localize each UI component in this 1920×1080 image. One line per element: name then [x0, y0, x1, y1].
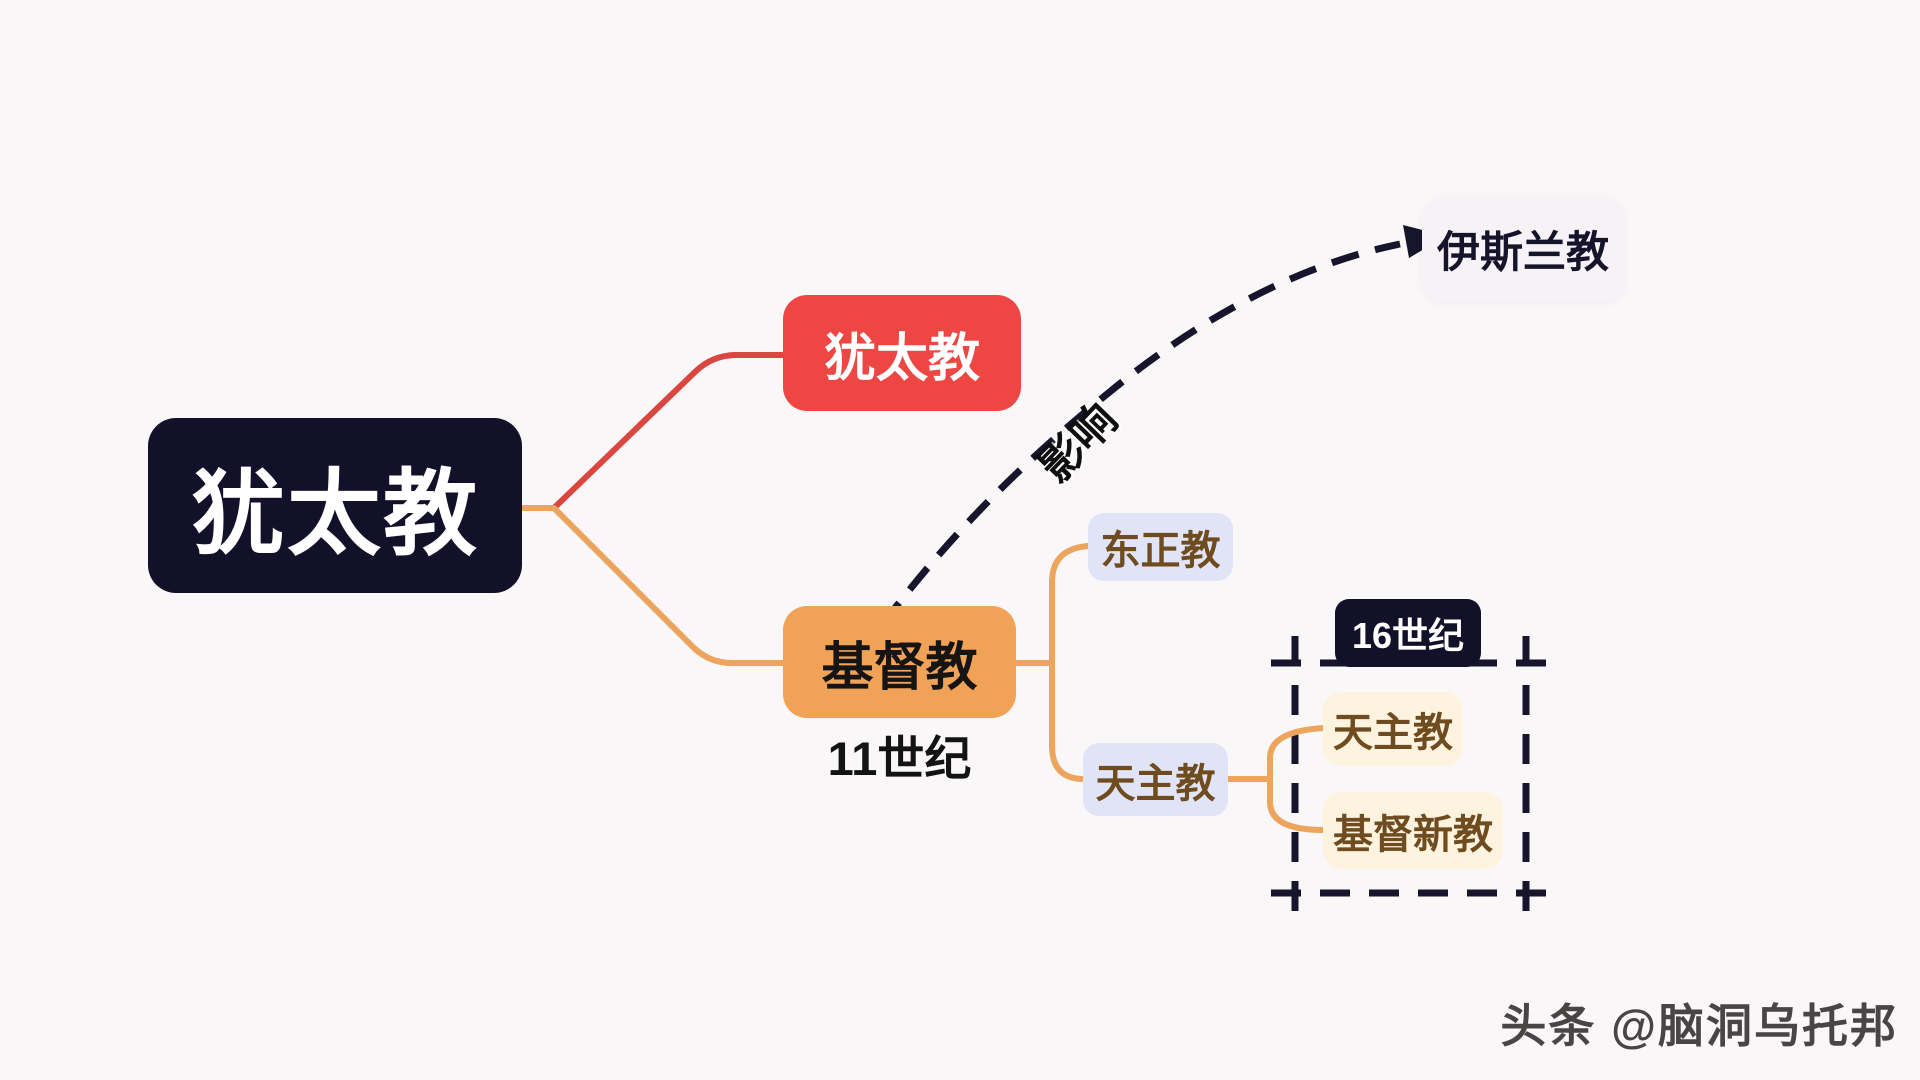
node-orthodox-label: 东正教 [1100, 529, 1221, 573]
node-judaism-root[interactable]: 犹太教 [148, 418, 522, 593]
edge-root-judaism [551, 352, 787, 511]
node-islam-label: 伊斯兰教 [1437, 229, 1609, 277]
edge-catholic-children [1267, 725, 1327, 833]
node-judaism-root-label: 犹太教 [190, 460, 479, 566]
reformation-dashed-frame [1271, 636, 1549, 913]
node-catholic-16c-label: 天主教 [1333, 711, 1453, 755]
christianity-century-note: 11世纪 [827, 732, 972, 785]
watermark-text: 头条 @脑洞乌托邦 [1500, 1000, 1898, 1052]
edge-root-christianity [551, 505, 787, 666]
edge-christianity-children [1049, 543, 1091, 782]
reformation-century-badge[interactable]: 16世纪 [1335, 599, 1481, 667]
node-christianity[interactable]: 基督教 [783, 606, 1016, 718]
node-protestant[interactable]: 基督新教 [1323, 792, 1503, 869]
node-christianity-label: 基督教 [821, 638, 978, 697]
node-protestant-label: 基督新教 [1333, 812, 1493, 857]
influence-dashed-arrow [879, 240, 1401, 628]
node-judaism-branch[interactable]: 犹太教 [783, 295, 1021, 411]
node-catholic-label: 天主教 [1095, 761, 1216, 806]
reformation-century-badge-label: 16世纪 [1351, 615, 1465, 656]
node-islam[interactable]: 伊斯兰教 [1422, 197, 1624, 301]
node-orthodox[interactable]: 东正教 [1088, 513, 1233, 581]
node-catholic-16c[interactable]: 天主教 [1323, 692, 1463, 766]
node-judaism-branch-label: 犹太教 [823, 329, 980, 388]
node-catholic[interactable]: 天主教 [1083, 743, 1228, 816]
